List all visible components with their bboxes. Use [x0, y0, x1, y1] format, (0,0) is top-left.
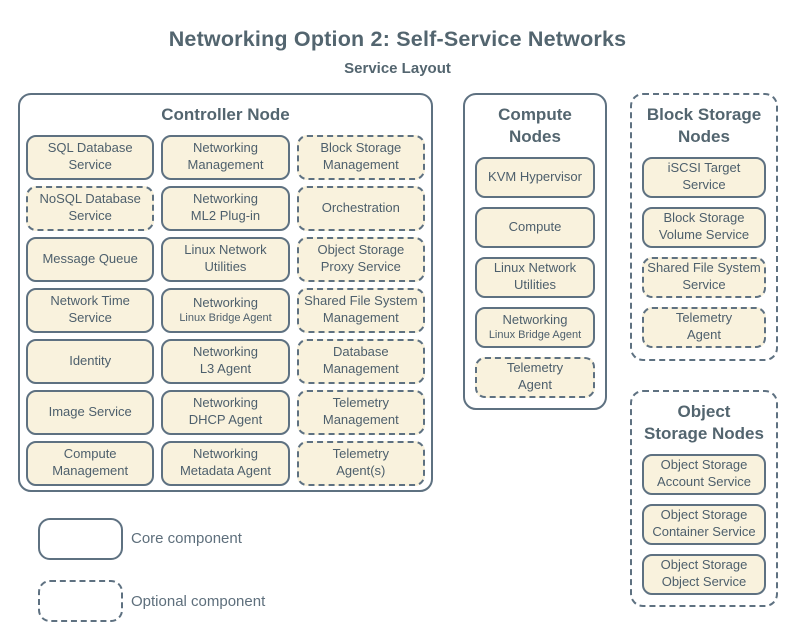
object-storage-nodes-box: Object Storage Nodes Object Storage Acco…	[630, 390, 778, 607]
service-label: Object Storage Object Service	[660, 557, 748, 589]
service-label: SQL Database Service	[47, 140, 133, 173]
legend-core-swatch	[38, 518, 123, 560]
service-label: Networking Metadata Agent	[179, 446, 272, 479]
service-box: Compute	[475, 206, 595, 248]
service-box: Networking Management	[161, 134, 290, 180]
service-label: Telemetry Agent	[675, 310, 733, 342]
service-label: KVM Hypervisor	[488, 168, 582, 184]
node-title: Compute Nodes	[498, 105, 572, 146]
service-label: Compute	[508, 218, 562, 234]
service-box: iSCSI Target Service	[642, 156, 766, 198]
service-box: Shared File System Service	[642, 256, 766, 298]
service-box: Image Service	[26, 389, 155, 435]
service-label: Object Storage Account Service	[657, 457, 751, 489]
block-storage-nodes-box: Block Storage Nodes iSCSI Target Service…	[630, 93, 778, 361]
service-box: Shared File System Management	[296, 287, 425, 333]
service-box: Telemetry Agent	[475, 356, 595, 398]
service-label: Networking DHCP Agent	[188, 395, 263, 428]
service-label: Shared File System Service	[647, 260, 761, 292]
service-label: Image Service	[48, 403, 132, 419]
service-label: Network Time Service	[50, 293, 130, 326]
service-box: Telemetry Agent	[642, 306, 766, 348]
legend-core-label: Core component	[131, 530, 242, 547]
service-box: Telemetry Management	[296, 389, 425, 435]
page-title: Networking Option 2: Self-Service Networ…	[168, 27, 627, 51]
legend-optional-swatch	[38, 580, 123, 622]
service-box: Telemetry Agent(s)	[296, 440, 425, 486]
service-box: SQL Database Service	[26, 134, 155, 180]
service-label: Compute Management	[52, 446, 129, 479]
service-label: NoSQL Database Service	[39, 191, 141, 224]
service-box: Networking L3 Agent	[161, 338, 290, 384]
service-label: Networking Management	[187, 140, 264, 173]
service-label: Networking	[502, 311, 568, 327]
service-box: Object Storage Object Service	[642, 553, 766, 595]
service-label: Networking L3 Agent	[192, 344, 258, 377]
node-title: Controller Node	[161, 105, 290, 124]
service-box: Database Management	[296, 338, 425, 384]
service-box: Object Storage Proxy Service	[296, 236, 425, 282]
service-box: Networking Metadata Agent	[161, 440, 290, 486]
service-box: Networking DHCP Agent	[161, 389, 290, 435]
service-label: Networking ML2 Plug-in	[190, 191, 261, 224]
service-label: Telemetry Agent	[506, 360, 564, 392]
service-box: Object Storage Container Service	[642, 503, 766, 545]
service-label: Database Management	[322, 344, 399, 377]
service-box: Block Storage Management	[296, 134, 425, 180]
service-label: Object Storage Container Service	[652, 507, 756, 539]
service-sublabel: Linux Bridge Agent	[488, 328, 582, 341]
service-label: Orchestration	[321, 199, 400, 215]
service-label: Linux Network Utilities	[493, 260, 577, 292]
service-label: iSCSI Target Service	[667, 160, 741, 192]
service-sublabel: Linux Bridge Agent	[179, 312, 272, 325]
service-label: Networking	[192, 295, 258, 311]
service-label: Linux Network Utilities	[184, 242, 267, 275]
service-label: Object Storage Proxy Service	[317, 242, 405, 275]
service-label: Telemetry Management	[322, 395, 399, 428]
node-title: Object Storage Nodes	[644, 402, 764, 443]
service-box: Identity	[26, 338, 155, 384]
service-label: Shared File System Management	[304, 293, 418, 326]
page-subtitle: Service Layout	[344, 60, 451, 77]
service-box: Linux Network Utilities	[161, 236, 290, 282]
node-title: Block Storage Nodes	[646, 105, 762, 146]
service-box: NoSQL Database Service	[26, 185, 155, 231]
service-box: Block Storage Volume Service	[642, 206, 766, 248]
service-box: Object Storage Account Service	[642, 453, 766, 495]
service-box: Compute Management	[26, 440, 155, 486]
service-label: Block Storage Volume Service	[658, 210, 750, 242]
service-label: Identity	[69, 352, 112, 368]
service-box: Networking ML2 Plug-in	[161, 185, 290, 231]
legend-optional-label: Optional component	[131, 593, 266, 610]
service-box: Linux Network Utilities	[475, 256, 595, 298]
service-box: Orchestration	[296, 185, 425, 231]
service-box: Message Queue	[26, 236, 155, 282]
service-label: Message Queue	[42, 250, 138, 266]
service-label: Block Storage Management	[320, 140, 402, 173]
service-box: Network Time Service	[26, 287, 155, 333]
service-list: SQL Database Service Networking Managemen…	[20, 134, 431, 486]
service-label: Telemetry Agent(s)	[332, 446, 389, 479]
service-box: KVM Hypervisor	[475, 156, 595, 198]
